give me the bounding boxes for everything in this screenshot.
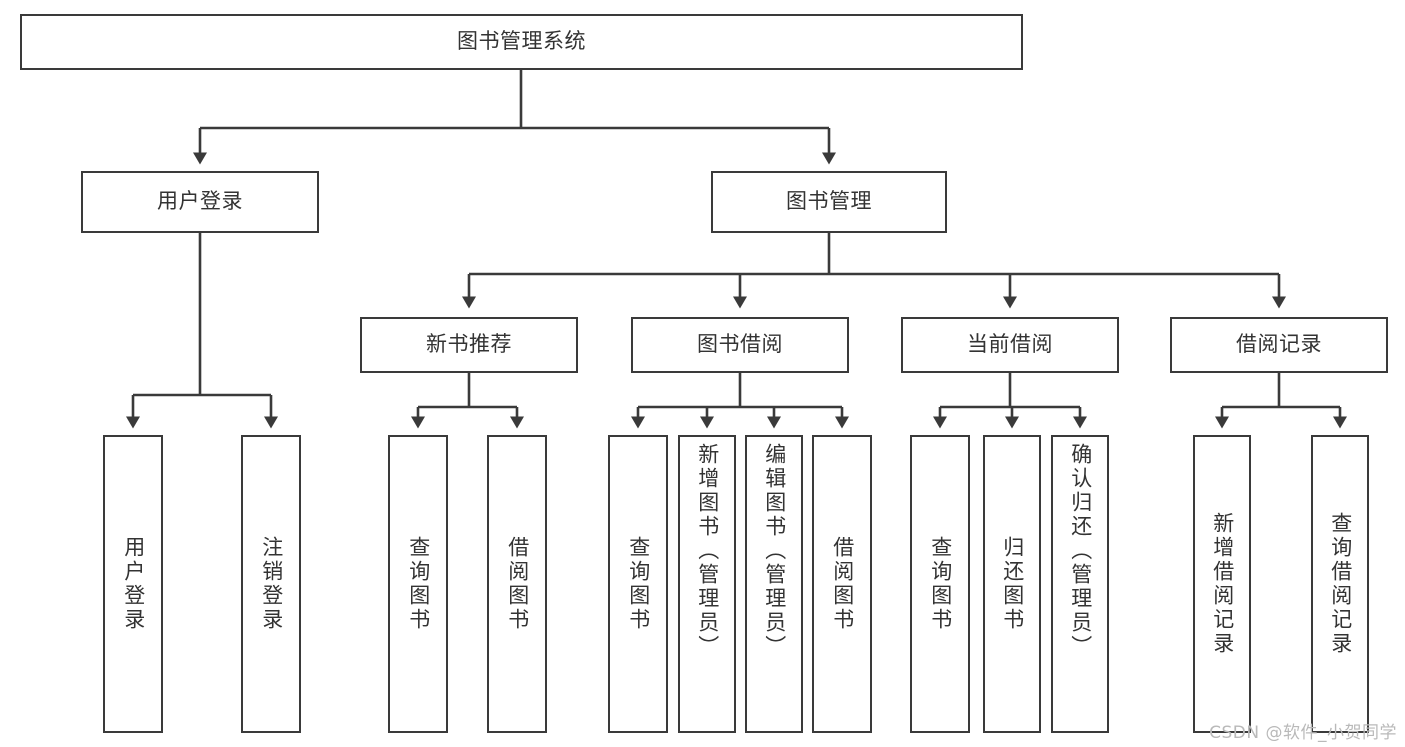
node-leaf-user-login[interactable]: 用户登录: [103, 435, 163, 733]
node-leaf-query-book-3-label: 查询图书: [928, 536, 953, 632]
node-leaf-return-book[interactable]: 归还图书: [983, 435, 1041, 733]
node-user-login[interactable]: 用户登录: [81, 171, 319, 233]
node-leaf-confirm-return-label: 确认归还（管理员）: [1068, 443, 1093, 659]
node-leaf-borrow-book-2-label: 借阅图书: [830, 536, 855, 632]
node-current-borrow[interactable]: 当前借阅: [901, 317, 1119, 373]
node-leaf-query-record[interactable]: 查询借阅记录: [1311, 435, 1369, 733]
node-leaf-add-book-label: 新增图书（管理员）: [695, 443, 720, 659]
node-leaf-return-book-label: 归还图书: [1000, 536, 1025, 632]
node-leaf-edit-book-label: 编辑图书（管理员）: [762, 443, 787, 659]
node-leaf-borrow-book-1-label: 借阅图书: [505, 536, 530, 632]
node-leaf-query-book-1[interactable]: 查询图书: [388, 435, 448, 733]
node-borrow-record[interactable]: 借阅记录: [1170, 317, 1388, 373]
node-root[interactable]: 图书管理系统: [20, 14, 1023, 70]
node-current-borrow-label: 当前借阅: [967, 332, 1053, 357]
node-leaf-query-book-3[interactable]: 查询图书: [910, 435, 970, 733]
node-leaf-user-login-label: 用户登录: [121, 536, 146, 632]
node-new-book-rec-label: 新书推荐: [426, 332, 512, 357]
node-leaf-logout-label: 注销登录: [259, 536, 284, 632]
node-book-manage[interactable]: 图书管理: [711, 171, 947, 233]
node-borrow-record-label: 借阅记录: [1236, 332, 1322, 357]
node-leaf-query-record-label: 查询借阅记录: [1328, 512, 1353, 656]
node-book-manage-label: 图书管理: [786, 189, 872, 214]
node-leaf-add-record-label: 新增借阅记录: [1210, 512, 1235, 656]
node-book-borrow-label: 图书借阅: [697, 332, 783, 357]
node-leaf-add-record[interactable]: 新增借阅记录: [1193, 435, 1251, 733]
node-leaf-query-book-2-label: 查询图书: [626, 536, 651, 632]
node-leaf-query-book-1-label: 查询图书: [406, 536, 431, 632]
node-new-book-rec[interactable]: 新书推荐: [360, 317, 578, 373]
node-book-borrow[interactable]: 图书借阅: [631, 317, 849, 373]
node-user-login-label: 用户登录: [157, 189, 243, 214]
node-leaf-confirm-return[interactable]: 确认归还（管理员）: [1051, 435, 1109, 733]
node-leaf-borrow-book-2[interactable]: 借阅图书: [812, 435, 872, 733]
node-leaf-add-book[interactable]: 新增图书（管理员）: [678, 435, 736, 733]
node-leaf-borrow-book-1[interactable]: 借阅图书: [487, 435, 547, 733]
node-leaf-query-book-2[interactable]: 查询图书: [608, 435, 668, 733]
node-root-label: 图书管理系统: [457, 29, 586, 54]
node-leaf-edit-book[interactable]: 编辑图书（管理员）: [745, 435, 803, 733]
watermark-text: CSDN @软件_小贺同学: [1209, 723, 1397, 743]
node-leaf-logout[interactable]: 注销登录: [241, 435, 301, 733]
